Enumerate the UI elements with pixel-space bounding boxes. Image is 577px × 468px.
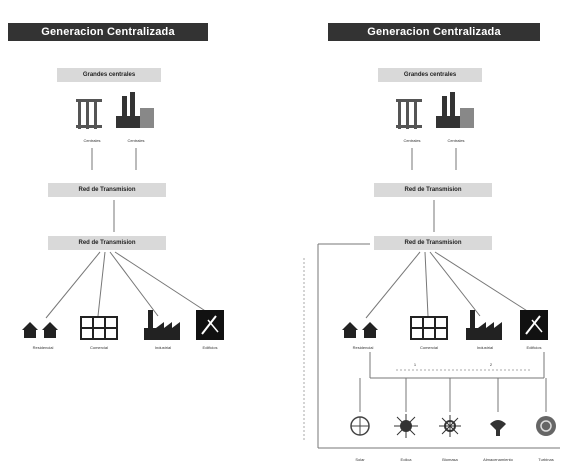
page-title: Generacion Centralizada [328, 23, 540, 41]
large-plants-box: Grandes centrales [57, 68, 161, 82]
commercial-icon [80, 316, 118, 340]
residential-icon [22, 322, 58, 338]
commercial-icon [410, 316, 448, 340]
consumer-label: Edificios [526, 345, 542, 350]
plant-label: Centrales [447, 138, 465, 143]
page-title: Generacion Centralizada [8, 23, 208, 41]
transmission-network-box: Red de Transmision [48, 183, 166, 197]
consumer-label: Edificios [202, 345, 218, 350]
building-icon [196, 310, 224, 340]
power-plant-icon [76, 99, 102, 129]
consumer-label: Residencial [32, 345, 54, 350]
biomass-icon [439, 415, 461, 437]
der-label: Turbinas [538, 457, 554, 462]
consumer-label: Comercial [419, 345, 438, 350]
distribution-network-box: Red de Transmision [374, 236, 492, 250]
building-icon [520, 310, 548, 340]
right-diagram: Generacion Centralizada Grandes centrale… [290, 0, 577, 468]
der-label: Biomasa [442, 457, 458, 462]
transmission-network-box: Red de Transmision [374, 183, 492, 197]
factory-plant-icon [116, 92, 154, 128]
power-plant-icon [396, 99, 422, 129]
consumer-label: Comercial [89, 345, 108, 350]
der-label: Eolica [400, 457, 412, 462]
industrial-icon [144, 310, 180, 340]
consumer-label: Residencial [352, 345, 374, 350]
der-label: Solar [355, 457, 365, 462]
distribution-network-box: Red de Transmision [48, 236, 166, 250]
turbine-icon [536, 416, 556, 436]
wind-icon [394, 414, 418, 438]
line-marker: 1 [413, 362, 417, 367]
plant-label: Centrales [403, 138, 421, 143]
line-marker: 2 [489, 362, 493, 367]
residential-icon [342, 322, 378, 338]
consumer-label: Industrial [476, 345, 494, 350]
left-diagram: Generacion Centralizada Grandes centrale… [0, 0, 280, 468]
plant-label: Centrales [127, 138, 145, 143]
solar-icon [350, 416, 370, 436]
left-connector-lines [45, 148, 211, 319]
consumer-label: Industrial [154, 345, 172, 350]
storage-icon [490, 420, 506, 436]
right-connector-lines [303, 148, 560, 449]
der-label: Almacenamiento [483, 457, 513, 462]
industrial-icon [466, 310, 502, 340]
large-plants-box: Grandes centrales [378, 68, 482, 82]
factory-plant-icon [436, 92, 474, 128]
plant-label: Centrales [83, 138, 101, 143]
